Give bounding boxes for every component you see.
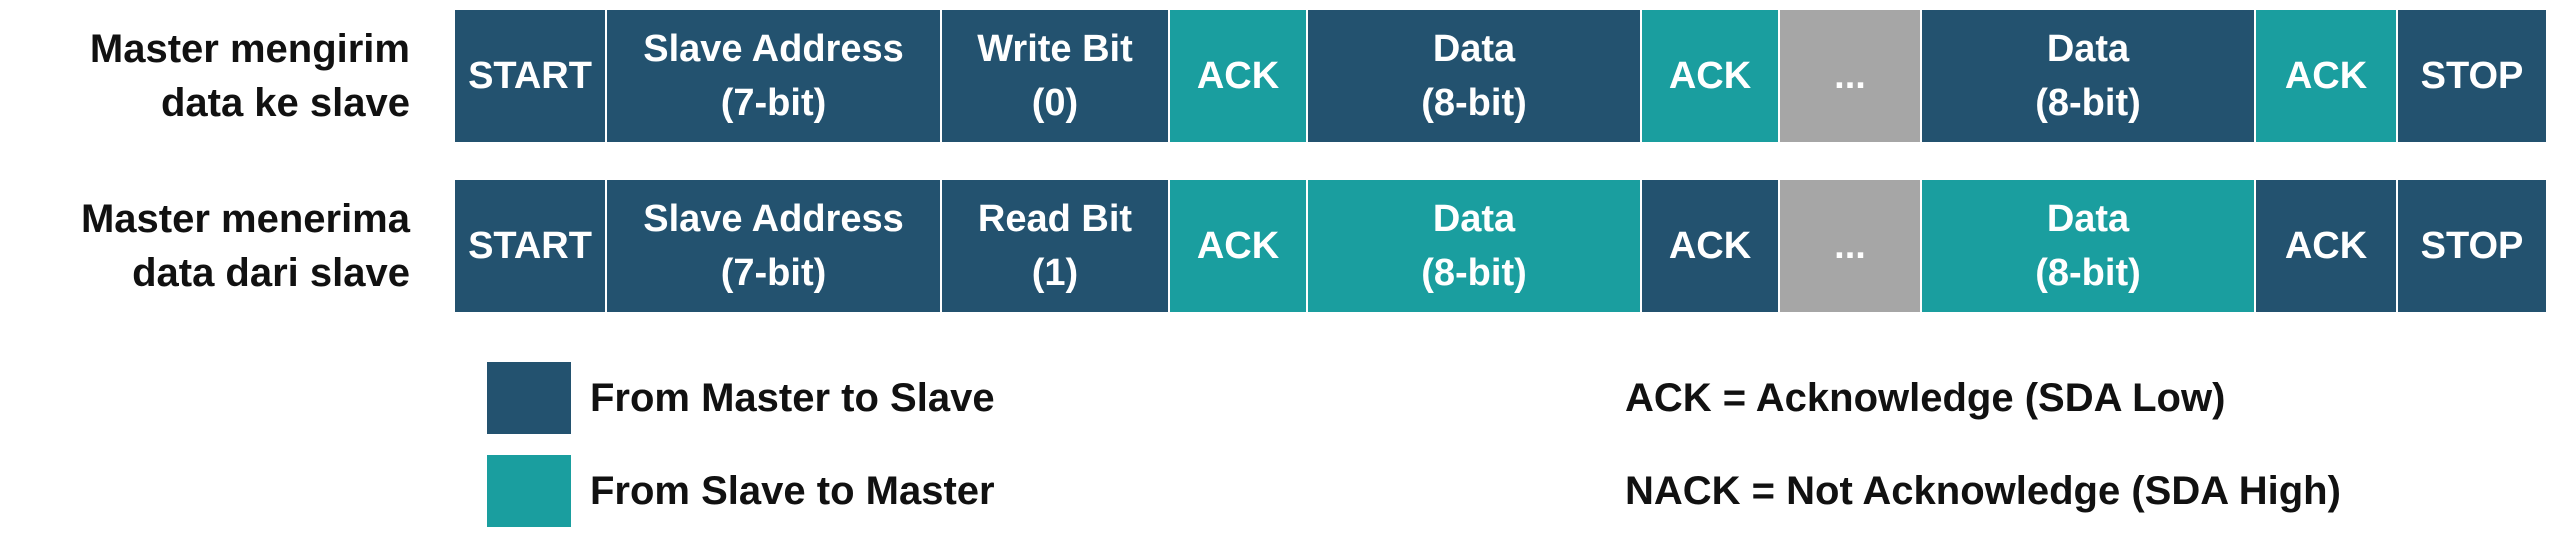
frame-cell-stop: STOP [2398,10,2546,142]
frame-cell-text: (8-bit) [1421,252,1527,294]
frame-cell-data: Data (8-bit) [1308,10,1640,142]
frame-cell-text: (7-bit) [720,82,827,124]
frame-cell-text: ... [1834,55,1866,97]
legend-label-master-to-slave: From Master to Slave [590,376,995,420]
frame-cell-slave-address: Slave Address (7-bit) [607,180,940,312]
legend-swatch-slave-to-master [487,455,571,527]
frame-cell-text: STOP [2420,225,2524,267]
frame-cell-text: (8-bit) [2035,82,2141,124]
frame-cell-text: Data [1432,198,1516,240]
frame-cell-text: Write Bit [977,28,1133,70]
frame-cell-text: (1) [1031,252,1079,294]
frame-cell-slave-address: Slave Address (7-bit) [607,10,940,142]
frame-cell-data: Data (8-bit) [1922,10,2254,142]
note-nack: NACK = Not Acknowledge (SDA High) [1625,469,2341,513]
frame-cell-text: Data [2046,198,2130,240]
frame-cell-text: ... [1834,225,1866,267]
frame-cells: START Slave Address (7-bit) Read Bit (1) ACK D… [455,180,2546,312]
frame-cell-write-bit: Write Bit (0) [942,10,1168,142]
frame-cell-text: Read Bit [977,198,1133,240]
legend-label-slave-to-master: From Slave to Master [590,469,995,513]
frame-cell-text: (0) [1031,82,1079,124]
frame-cell-text: ACK [1196,55,1280,97]
row-label: Master mengirim data ke slave [0,10,410,142]
frame-cell-ack: ACK [2256,180,2396,312]
frame-cell-text: ACK [1196,225,1280,267]
row-label-line: data dari slave [132,251,410,295]
frame-cell-text: START [468,55,592,97]
frame-cell-text: (8-bit) [1421,82,1527,124]
frame-cell-text: (7-bit) [720,252,827,294]
frame-cell-text: Slave Address [643,198,904,240]
frame-cell-ack: ACK [2256,10,2396,142]
frame-cell-data: Data (8-bit) [1922,180,2254,312]
frame-cell-text: Data [1432,28,1516,70]
row-label-line: data ke slave [160,81,410,125]
frame-cell-ack: ACK [1642,10,1778,142]
frame-cell-start: START [455,180,605,312]
frame-cell-ack: ACK [1642,180,1778,312]
frame-cell-read-bit: Read Bit (1) [942,180,1168,312]
frame-cell-text: ACK [2284,225,2368,267]
frame-cell-text: ACK [1668,55,1752,97]
legend-swatch-master-to-slave [487,362,571,434]
row-master-send: Master mengirim data ke slave START Slave… [0,10,2556,142]
frame-cell-ellipsis: ... [1780,180,1920,312]
frame-cell-stop: STOP [2398,180,2546,312]
row-label-line: Master mengirim [89,27,410,71]
frame-cell-ack: ACK [1170,10,1306,142]
frame-cell-text: (8-bit) [2035,252,2141,294]
frame-cell-ack: ACK [1170,180,1306,312]
frame-cell-text: STOP [2420,55,2524,97]
row-label-line: Master menerima [80,197,410,241]
frame-cell-text: ACK [1668,225,1752,267]
row-master-receive: Master menerima data dari slave START Sla… [0,180,2556,312]
frame-cell-text: START [468,225,592,267]
frame-cell-text: Data [2046,28,2130,70]
frame-cell-start: START [455,10,605,142]
frame-cells: START Slave Address (7-bit) Write Bit (0) ACK… [455,10,2546,142]
frame-cell-text: Slave Address [643,28,904,70]
frame-cell-ellipsis: ... [1780,10,1920,142]
frame-cell-text: ACK [2284,55,2368,97]
row-label: Master menerima data dari slave [0,180,410,312]
note-ack: ACK = Acknowledge (SDA Low) [1625,376,2226,420]
frame-cell-data: Data (8-bit) [1308,180,1640,312]
